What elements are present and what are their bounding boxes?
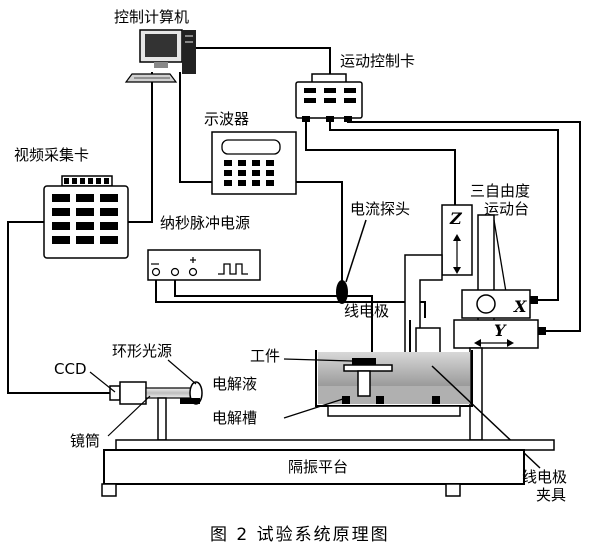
figure-caption: 图 2 试验系统原理图	[210, 525, 390, 545]
current-probe-label: 电流探头	[350, 200, 410, 218]
video-card-label: 视频采集卡	[14, 146, 89, 164]
electrolytic-tank	[315, 350, 473, 417]
video-capture-card	[43, 175, 129, 259]
computer-label: 控制计算机	[114, 8, 189, 26]
current-probe	[336, 219, 367, 304]
control-computer	[124, 29, 196, 83]
motion-card-label: 运动控制卡	[340, 52, 415, 70]
workpiece-label: 工件	[250, 347, 280, 365]
three-axis-stage	[404, 204, 546, 441]
isolation-platform	[101, 439, 555, 497]
wire-electrode-label: 线电极	[344, 302, 389, 320]
fixture-label-line2: 夹具	[536, 486, 566, 504]
oscilloscope-label: 示波器	[204, 110, 249, 128]
z-axis-label: Z	[449, 209, 463, 228]
stage-label-line2: 运动台	[484, 200, 529, 218]
fixture-label-line1: 线电极	[522, 468, 567, 486]
tank-label: 电解槽	[212, 409, 257, 427]
nanosecond-pulse-power-supply	[147, 249, 261, 281]
stage-label-line1: 三自由度	[470, 182, 530, 200]
motion-control-card	[295, 73, 363, 122]
x-axis-label: X	[513, 297, 527, 316]
electrolyte-label: 电解液	[212, 375, 257, 393]
oscilloscope	[211, 131, 297, 195]
y-axis-label: Y	[494, 321, 507, 340]
power-supply-label: 纳秒脉冲电源	[160, 214, 250, 232]
tube-label: 镜筒	[70, 432, 100, 450]
ccd-label: CCD	[54, 360, 87, 378]
ccd-camera-assembly	[109, 381, 203, 441]
ring-light-label: 环形光源	[112, 342, 172, 360]
platform-label: 隔振平台	[288, 458, 348, 476]
